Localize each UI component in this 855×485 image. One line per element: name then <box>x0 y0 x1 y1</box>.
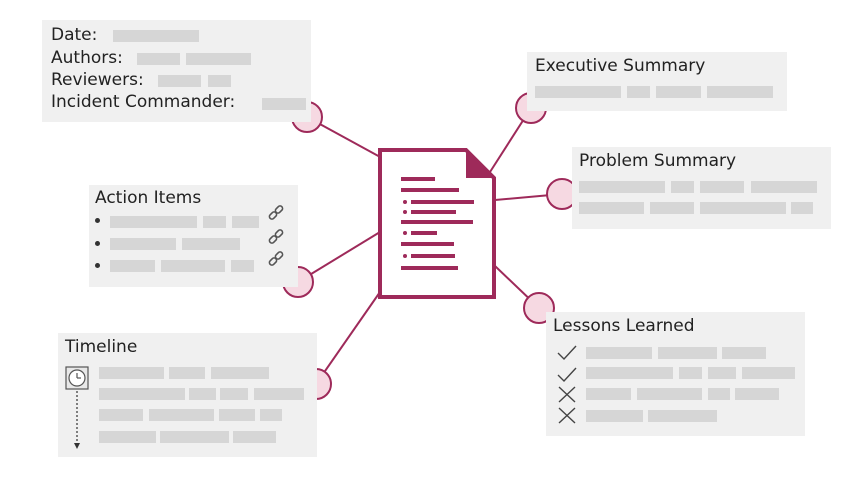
timeline-entry-placeholder <box>233 431 276 443</box>
timeline-entry-placeholder <box>99 431 156 443</box>
summary-placeholder <box>700 202 786 214</box>
lesson-placeholder <box>586 388 631 400</box>
timeline-entry-placeholder <box>149 409 214 421</box>
summary-placeholder <box>627 86 650 98</box>
lesson-placeholder <box>586 410 643 422</box>
summary-placeholder <box>535 86 621 98</box>
lesson-placeholder <box>735 388 779 400</box>
action-item-placeholder <box>232 216 259 228</box>
timeline-panel: Timeline <box>58 333 317 457</box>
lesson-placeholder <box>658 347 717 359</box>
summary-placeholder <box>751 181 817 193</box>
action-items-panel: Action Items <box>89 185 298 287</box>
lesson-placeholder <box>708 367 736 379</box>
problem-summary-panel: Problem Summary <box>572 147 831 229</box>
cross-icon <box>558 386 576 403</box>
lesson-placeholder <box>586 367 673 379</box>
link-icon <box>268 229 284 244</box>
authors-value-placeholder <box>186 53 251 65</box>
reviewers-value-placeholder <box>158 75 201 87</box>
date-value-placeholder <box>113 30 199 42</box>
lesson-status-icons <box>557 345 577 424</box>
action-item-placeholder <box>110 260 155 272</box>
lesson-placeholder <box>648 410 717 422</box>
check-icon <box>557 367 577 383</box>
lessons-learned-title: Lessons Learned <box>553 316 695 336</box>
action-items-title: Action Items <box>95 188 202 208</box>
date-label: Date: <box>51 25 98 45</box>
action-item-placeholder <box>110 238 176 250</box>
timeline-entry-placeholder <box>260 409 282 421</box>
problem-summary-title: Problem Summary <box>579 151 737 171</box>
lesson-placeholder <box>742 367 795 379</box>
timeline-entry-placeholder <box>160 431 229 443</box>
timeline-entry-placeholder <box>254 388 304 400</box>
timeline-entry-placeholder <box>99 388 185 400</box>
bullet <box>95 241 100 246</box>
action-item-placeholder <box>110 216 197 228</box>
bullet <box>95 218 100 223</box>
authors-value-placeholder <box>137 53 180 65</box>
timeline-entry-placeholder <box>99 367 164 379</box>
summary-placeholder <box>579 202 644 214</box>
timeline-entry-placeholder <box>220 388 248 400</box>
lesson-placeholder <box>637 388 702 400</box>
bullet <box>95 263 100 268</box>
lesson-placeholder <box>722 347 766 359</box>
timeline-entry-placeholder <box>219 409 255 421</box>
lesson-placeholder <box>679 367 702 379</box>
summary-placeholder <box>671 181 694 193</box>
reviewers-value-placeholder <box>208 75 231 87</box>
lessons-learned-panel: Lessons Learned <box>546 312 805 436</box>
summary-placeholder <box>707 86 773 98</box>
link-icon <box>268 251 284 266</box>
timeline-title: Timeline <box>65 337 138 357</box>
link-icons <box>268 205 284 266</box>
executive-summary-title: Executive Summary <box>535 56 706 76</box>
incident-commander-value-placeholder <box>262 98 306 110</box>
clock-icon <box>65 366 89 390</box>
lesson-placeholder <box>586 347 652 359</box>
connector-action-items <box>297 231 381 283</box>
reviewers-label: Reviewers: <box>51 70 144 90</box>
action-item-placeholder <box>203 216 226 228</box>
cross-icon <box>558 407 576 424</box>
check-icon <box>557 345 577 361</box>
action-item-placeholder <box>161 260 225 272</box>
lesson-placeholder <box>708 388 730 400</box>
link-icon <box>268 205 284 220</box>
summary-placeholder <box>650 202 694 214</box>
timeline-entry-placeholder <box>99 409 143 421</box>
timeline-entry-placeholder <box>211 367 269 379</box>
timeline-entry-placeholder <box>169 367 205 379</box>
action-item-placeholder <box>182 238 240 250</box>
incident-commander-label: Incident Commander: <box>51 92 236 112</box>
document-icon <box>378 148 496 299</box>
summary-placeholder <box>700 181 744 193</box>
executive-summary-panel: Executive Summary <box>527 52 787 111</box>
action-item-placeholder <box>231 260 254 272</box>
authors-label: Authors: <box>51 48 123 68</box>
connector-timeline <box>315 291 381 385</box>
summary-placeholder <box>656 86 701 98</box>
summary-placeholder <box>579 181 665 193</box>
metadata-panel: Date: Authors: Reviewers: Incident Comma… <box>42 20 311 122</box>
timeline-entry-placeholder <box>189 388 216 400</box>
summary-placeholder <box>791 202 813 214</box>
timeline-graphic <box>65 366 89 449</box>
